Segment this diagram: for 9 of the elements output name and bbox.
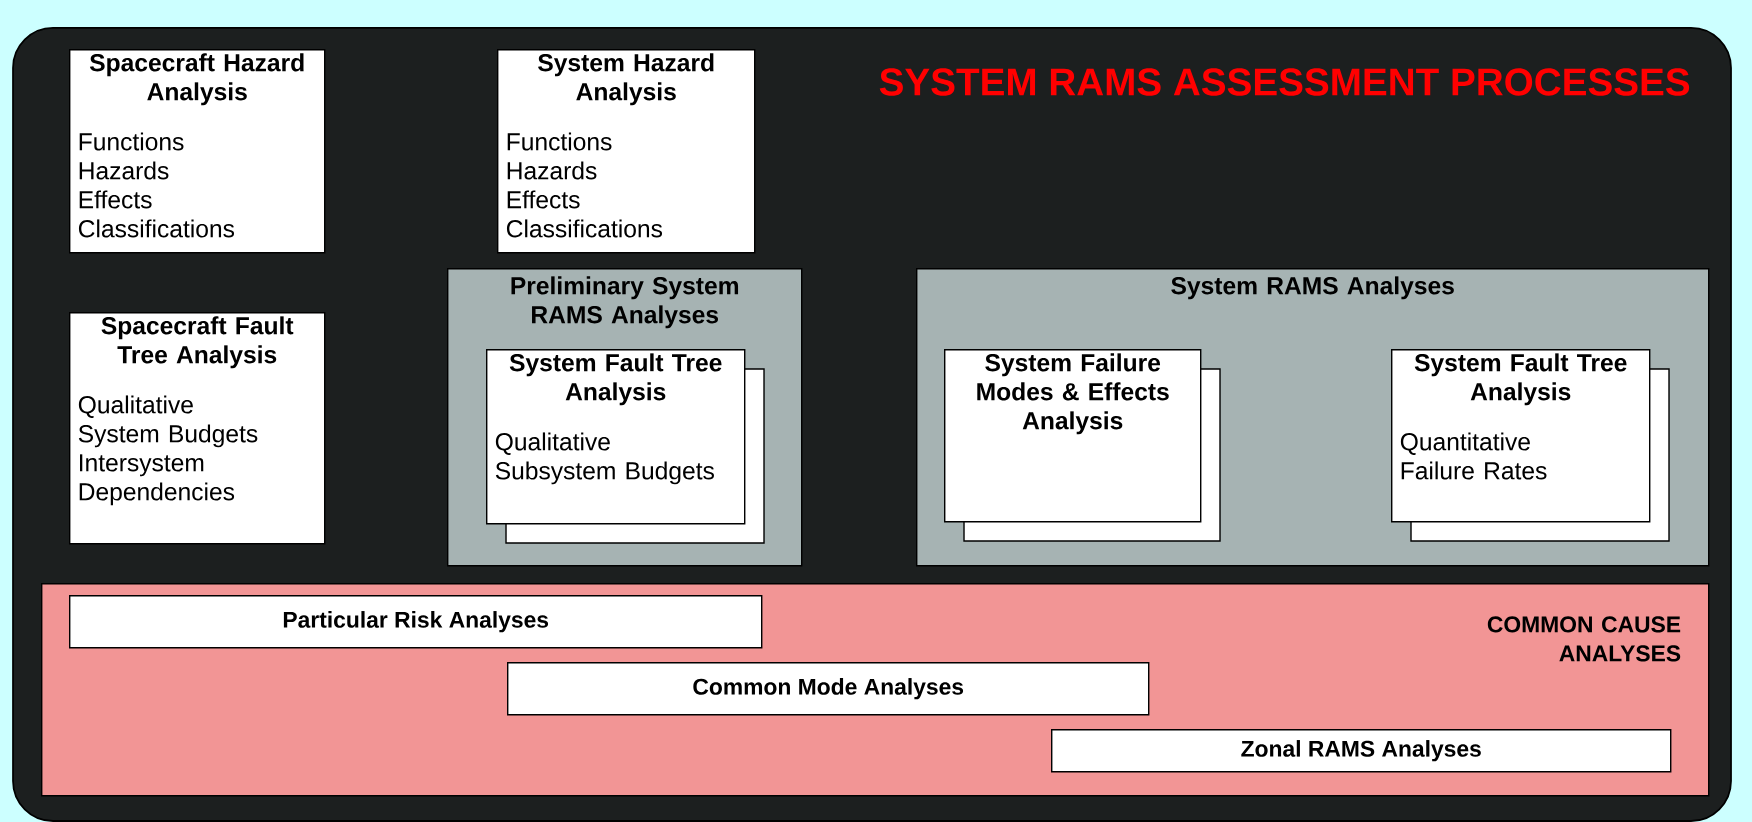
analysis-box: Spacecraft Hazard Analysis Functions Hazards Effects Classifications [69,49,326,254]
analysis-bar: Common Mode Analyses [507,662,1150,716]
analysis-box: System Hazard Analysis Functions Hazards Effects Classifications [497,49,756,254]
analysis-box: Spacecraft Fault Tree Analysis Qualitative System Budgets Intersystem Dependencies [69,312,326,545]
stacked-analysis-box: System Fault Tree Analysis Qualitative Subsystem Budgets [486,349,765,544]
stacked-analysis-box: System Failure Modes & Effects Analysis [944,349,1221,542]
analysis-bar: Zonal RAMS Analyses [1051,729,1672,773]
analysis-bar: Particular Risk Analyses [69,595,763,649]
stacked-analysis-box: System Fault Tree Analysis Quantitative Failure Rates [1391,349,1670,542]
